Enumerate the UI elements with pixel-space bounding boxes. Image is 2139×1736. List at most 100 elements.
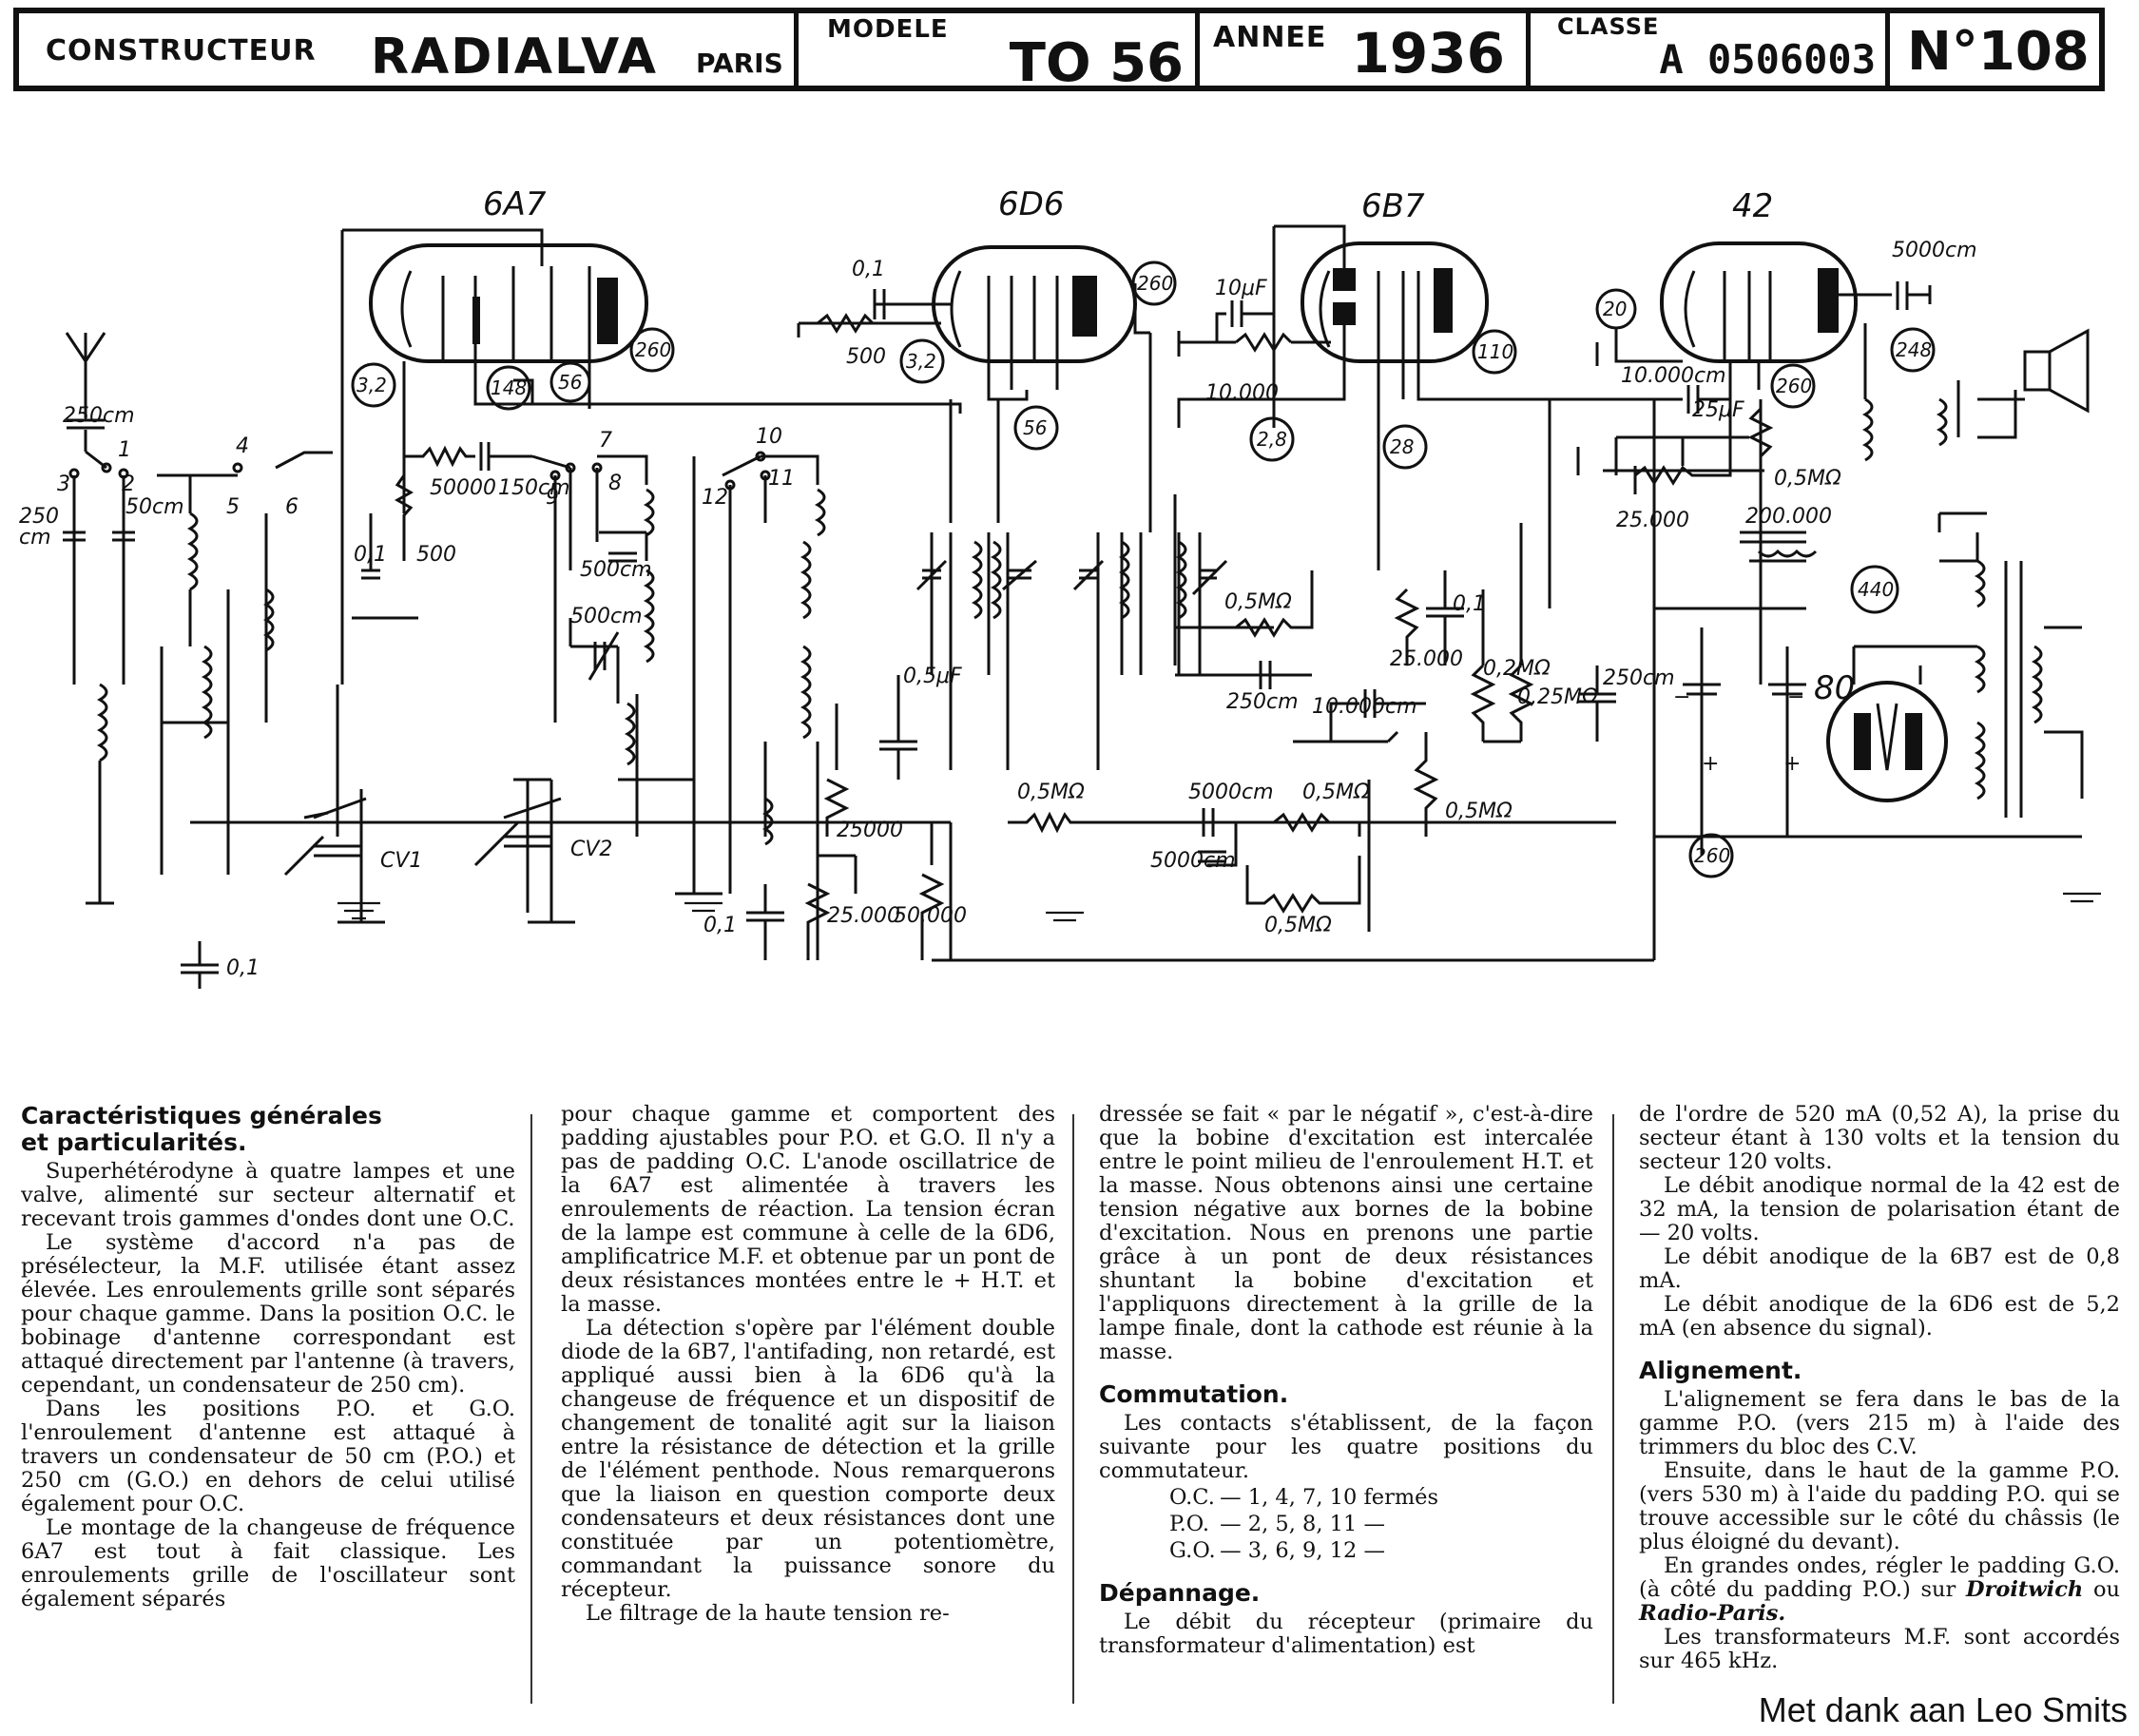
label-0-5m-d: 0,5MΩ [1302, 781, 1370, 804]
switch-contact-7: 7 [599, 429, 612, 453]
voltage-260-b: 260 [1137, 272, 1173, 295]
tube-6a7 [369, 243, 648, 363]
label-10000cm-a: 10.000cm [1312, 695, 1417, 719]
label-250cm: 250cm [63, 404, 135, 428]
annee-label: ANNEE [1213, 21, 1327, 54]
constructeur-city: PARIS [696, 48, 783, 79]
voltage-3-2-b: 3,2 [906, 350, 936, 373]
para-c4-3: Le débit anodique de la 6B7 est de 0,8 m… [1639, 1244, 2120, 1293]
label-0-5m-b: 0,5MΩ [1224, 590, 1292, 614]
label-0-5m-f: 0,5MΩ [1774, 467, 1841, 491]
para-c2-2: La détection s'opère par l'élément doubl… [561, 1316, 1055, 1602]
tube-42-label: 42 [1732, 187, 1773, 225]
numero-value: N°108 [1907, 21, 2090, 83]
para-c1-4: Le montage de la changeuse de fréquence … [21, 1515, 515, 1611]
column-divider-2 [1072, 1114, 1074, 1704]
label-250cm-c: 250cm [1603, 666, 1675, 690]
constructeur-name: RADIALVA [371, 29, 658, 86]
label-minus-1: − [1673, 685, 1690, 709]
label-25uf: 25μF [1692, 398, 1744, 422]
label-0-5m-a: 0,5MΩ [1017, 781, 1085, 804]
constructeur-cell: CONSTRUCTEUR RADIALVA PARIS [19, 13, 799, 86]
para-c3-3: Le débit du récepteur (primaire du trans… [1099, 1610, 1593, 1658]
switch-contact-9: 9 [546, 486, 559, 510]
para-c1-1: Superhétérodyne à quatre lampes et une v… [21, 1159, 515, 1231]
voltage-56-a: 56 [558, 371, 582, 394]
para-c4-7: En grandes ondes, régler le padding G.O.… [1639, 1553, 2120, 1626]
para-c1-2: Le système d'accord n'a pas de présélect… [21, 1230, 515, 1398]
constructeur-label: CONSTRUCTEUR [46, 34, 317, 68]
tube-80 [1826, 681, 1948, 802]
para-c4-2: Le débit anodique normal de la 42 est de… [1639, 1173, 2120, 1245]
label-25000-d: 25.000 [1616, 509, 1689, 532]
label-10000: 10.000 [1205, 381, 1279, 405]
text-column-2: pour chaque gamme et comportent des padd… [561, 1103, 1055, 1626]
para-c4-5: L'alignement se fera dans le bas de la g… [1639, 1387, 2120, 1459]
switch-row-go: G.O. — 3, 6, 9, 12 — [1169, 1538, 1385, 1563]
tube-6d6-label: 6D6 [998, 185, 1064, 223]
switch-contact-10: 10 [756, 425, 782, 449]
header-table: CONSTRUCTEUR RADIALVA PARIS MODELE TO 56… [13, 8, 2105, 94]
switch-row-oc: O.C. — 1, 4, 7, 10 fermés [1169, 1485, 1439, 1510]
label-25000-b: 25.000 [827, 904, 900, 928]
para-c3-2: Les contacts s'établissent, de la façon … [1099, 1411, 1593, 1483]
switch-contact-5: 5 [226, 495, 240, 519]
label-500cm-b: 500cm [570, 605, 643, 628]
text-column-4: de l'ordre de 520 mA (0,52 A), la prise … [1639, 1103, 2120, 1673]
para-c2-3: Le filtrage de la haute tension re- [586, 1601, 950, 1626]
voltage-248: 248 [1896, 338, 1932, 361]
label-10000cm-b: 10.000cm [1621, 364, 1726, 388]
label-0-1-c: 0,1 [1453, 592, 1486, 616]
tube-80-label: 80 [1814, 669, 1855, 707]
para-c2-1: pour chaque gamme et comportent des padd… [561, 1102, 1055, 1317]
label-0-25m: 0,25MΩ [1517, 685, 1598, 709]
label-0-5uf: 0,5μF [903, 665, 962, 688]
label-250: 250 [19, 505, 59, 529]
text-column-3: dressée se fait « par le négatif », c'es… [1099, 1103, 1593, 1658]
label-5000cm-a: 5000cm [1188, 781, 1274, 804]
voltage-2-8: 2,8 [1257, 428, 1287, 451]
para-c4-1: de l'ordre de 520 mA (0,52 A), la prise … [1639, 1102, 2120, 1174]
voltage-20: 20 [1603, 298, 1627, 320]
label-0-1-d: 0,1 [852, 258, 885, 281]
label-50000: 50000 [430, 476, 496, 500]
tube-6a7-label: 6A7 [483, 185, 547, 223]
heading-depannage: Dépannage. [1099, 1579, 1261, 1607]
tube-6b7 [1301, 241, 1489, 363]
antenna-icon [65, 332, 106, 399]
label-0-5m-e: 0,5MΩ [1264, 914, 1332, 937]
para-c4-8: Les transformateurs M.F. sont accordés s… [1639, 1625, 2120, 1673]
label-cv1: CV1 [380, 849, 422, 873]
classe-cell: CLASSE A 0506003 [1531, 13, 1890, 86]
switch-row-po: P.O. — 2, 5, 8, 11 — [1169, 1512, 1385, 1536]
annee-value: 1936 [1351, 21, 1505, 86]
speaker-icon [2023, 328, 2090, 414]
switch-contact-6: 6 [285, 495, 299, 519]
label-0-1-b: 0,1 [354, 543, 387, 567]
label-cm: cm [19, 526, 51, 550]
voltage-260-a: 260 [635, 338, 671, 361]
column-divider-3 [1612, 1114, 1614, 1704]
numero-cell: N°108 [1890, 13, 2099, 86]
switch-contact-4: 4 [236, 434, 249, 458]
para-c4-4: Le débit anodique de la 6D6 est de 5,2 m… [1639, 1292, 2120, 1341]
label-50000-b: 50.000 [894, 904, 967, 928]
label-25000-c: 25.000 [1390, 647, 1463, 671]
label-0-1-e: 0,1 [703, 914, 737, 937]
classe-label: CLASSE [1557, 13, 1660, 40]
label-0-2m: 0,2MΩ [1483, 657, 1551, 681]
text-column-1: Caractéristiques générales et particular… [21, 1103, 515, 1611]
label-10uf: 10μF [1215, 277, 1267, 300]
credit-line: Met dank aan Leo Smits [1758, 1690, 2128, 1729]
voltage-110: 110 [1477, 340, 1513, 363]
modele-label: MODELE [827, 15, 949, 44]
label-5000cm-b: 5000cm [1150, 849, 1236, 873]
voltage-260-c: 260 [1776, 375, 1812, 397]
voltage-260-d: 260 [1694, 844, 1730, 867]
heading-commutation: Commutation. [1099, 1380, 1289, 1408]
switch-contact-12: 12 [702, 486, 728, 510]
voltage-3-2-a: 3,2 [356, 374, 387, 396]
label-200000: 200.000 [1745, 505, 1832, 529]
label-cv2: CV2 [570, 838, 612, 861]
label-500-b: 500 [846, 345, 886, 369]
